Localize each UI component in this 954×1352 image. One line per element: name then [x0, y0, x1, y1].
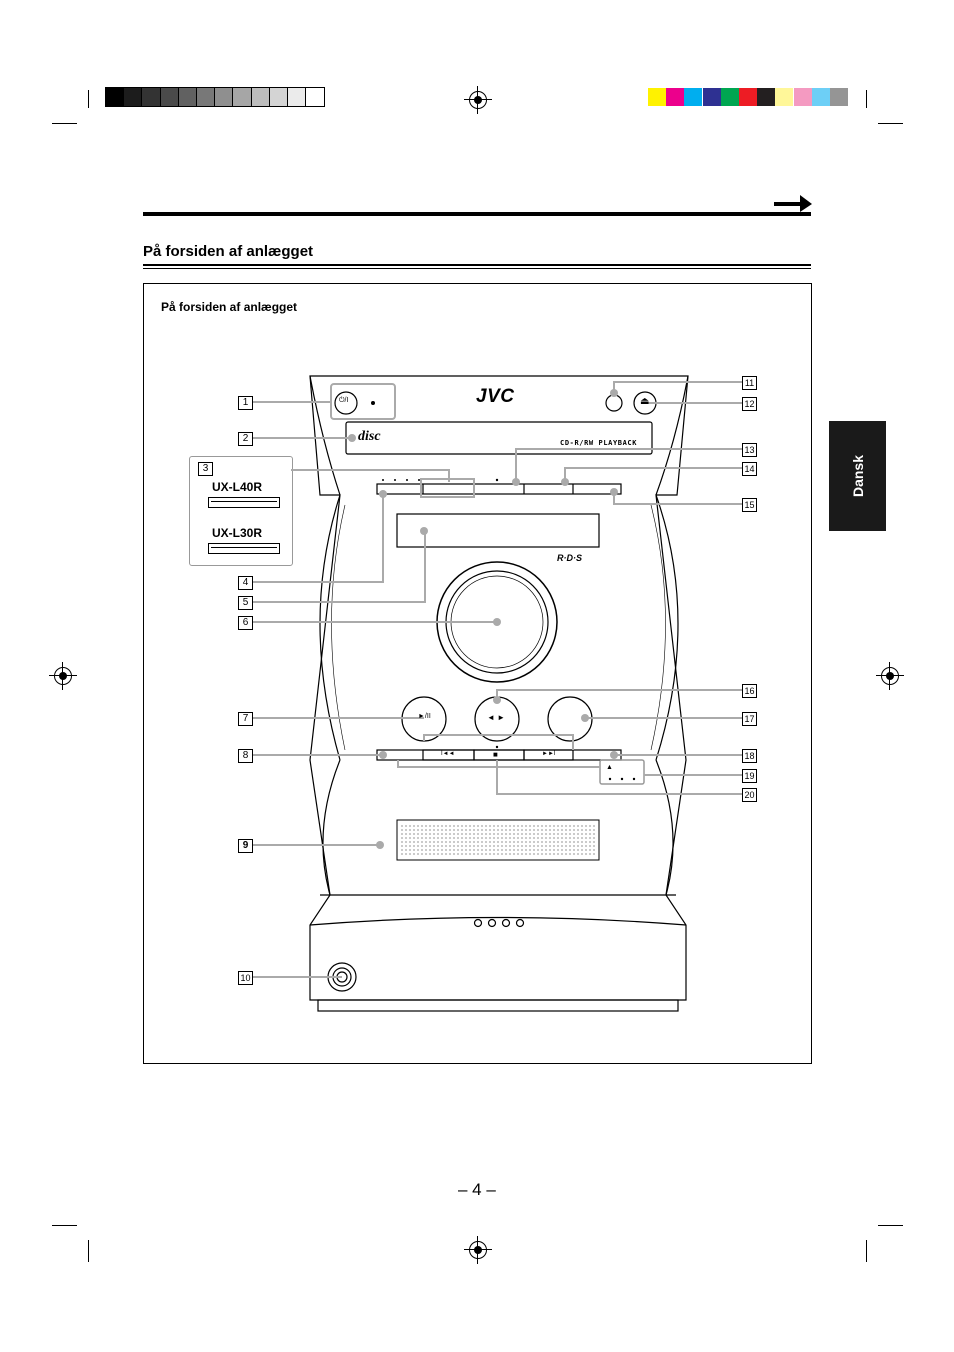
grayscale-swatch [141, 87, 162, 107]
grayscale-swatch [196, 87, 216, 107]
process-swatch [648, 88, 666, 106]
small-eject-symbol[interactable]: ▲ [606, 764, 613, 771]
power-button-symbol[interactable]: ⏻/I [339, 397, 349, 404]
rds-logo: R·D·S [557, 553, 582, 563]
section-title-rule [143, 264, 811, 266]
model-label-ux-l30r: UX-L30R [212, 526, 263, 540]
grayscale-swatch [214, 87, 235, 107]
header-rule [143, 212, 811, 216]
stop-button-symbol[interactable]: ■ [493, 750, 498, 759]
callout-18: 18 [742, 749, 757, 763]
continue-arrow-icon [774, 195, 812, 212]
grayscale-swatch [105, 87, 125, 107]
model-variants-box [189, 456, 293, 566]
callout-12: 12 [742, 397, 757, 411]
process-swatch [830, 88, 848, 106]
callout-2: 2 [238, 432, 253, 446]
prev-button-symbol[interactable]: I◄◄ [441, 751, 455, 757]
grayscale-swatch [250, 87, 271, 107]
crop-mark [866, 90, 867, 108]
process-swatch [684, 88, 703, 106]
model-button-strip [208, 543, 280, 554]
grayscale-swatch [287, 87, 307, 107]
registration-mark-icon [464, 86, 492, 114]
figure-caption: På forsiden af anlægget [161, 300, 298, 314]
jvc-logo: JVC [476, 386, 515, 407]
cd-playback-label: CD-R/RW PLAYBACK [560, 439, 638, 447]
crop-mark [88, 90, 89, 108]
section-title: På forsiden af anlægget [143, 243, 314, 260]
crop-mark [52, 1225, 77, 1226]
grayscale-swatch [305, 87, 326, 107]
direction-button-symbol[interactable]: ◄ ► [487, 713, 506, 722]
callout-5: 5 [238, 596, 253, 610]
grayscale-swatch [159, 87, 180, 107]
language-tab: Dansk [829, 421, 886, 531]
crop-mark [88, 1240, 89, 1262]
disc-logo: disc [358, 429, 381, 444]
callout-10: 10 [238, 971, 253, 985]
process-swatch [702, 88, 721, 106]
model-label-ux-l40r: UX-L40R [212, 480, 263, 494]
process-swatch [739, 88, 757, 106]
callout-3: 3 [198, 462, 213, 476]
callout-19: 19 [742, 769, 757, 783]
section-title-rule-thin [143, 268, 811, 269]
grayscale-swatch [123, 87, 144, 107]
callout-11: 11 [742, 376, 757, 390]
figure-frame [143, 283, 812, 1064]
grayscale-swatch [268, 87, 289, 107]
callout-16: 16 [742, 684, 757, 698]
crop-mark [878, 123, 903, 124]
next-button-symbol[interactable]: ►►I [542, 751, 556, 757]
callout-8: 8 [238, 749, 253, 763]
grayscale-swatch [177, 87, 198, 107]
registration-mark-icon [464, 1236, 492, 1264]
callout-17: 17 [742, 712, 757, 726]
callout-14: 14 [742, 462, 757, 476]
callout-1: 1 [238, 396, 253, 410]
callout-13: 13 [742, 443, 757, 457]
process-swatch [793, 88, 812, 106]
process-swatch [666, 88, 685, 106]
callout-4: 4 [238, 576, 253, 590]
crop-mark [878, 1225, 903, 1226]
callout-15: 15 [742, 498, 757, 512]
play-pause-button-symbol[interactable]: ►/II [418, 713, 431, 720]
eject-button-symbol[interactable]: ⏏ [640, 396, 650, 407]
crop-mark [866, 1240, 867, 1262]
crop-mark [52, 123, 77, 124]
callout-6: 6 [238, 616, 253, 630]
registration-mark-icon [49, 662, 77, 690]
process-swatch [811, 88, 830, 106]
process-swatch [775, 88, 794, 106]
callout-20: 20 [742, 788, 757, 802]
model-button-strip [208, 497, 280, 508]
process-swatch [757, 88, 776, 106]
callout-9: 9 [238, 839, 253, 853]
registration-mark-icon [876, 662, 904, 690]
grayscale-swatch [232, 87, 253, 107]
page-number: – 4 – [458, 1180, 496, 1199]
process-swatch [720, 88, 739, 106]
callout-7: 7 [238, 712, 253, 726]
